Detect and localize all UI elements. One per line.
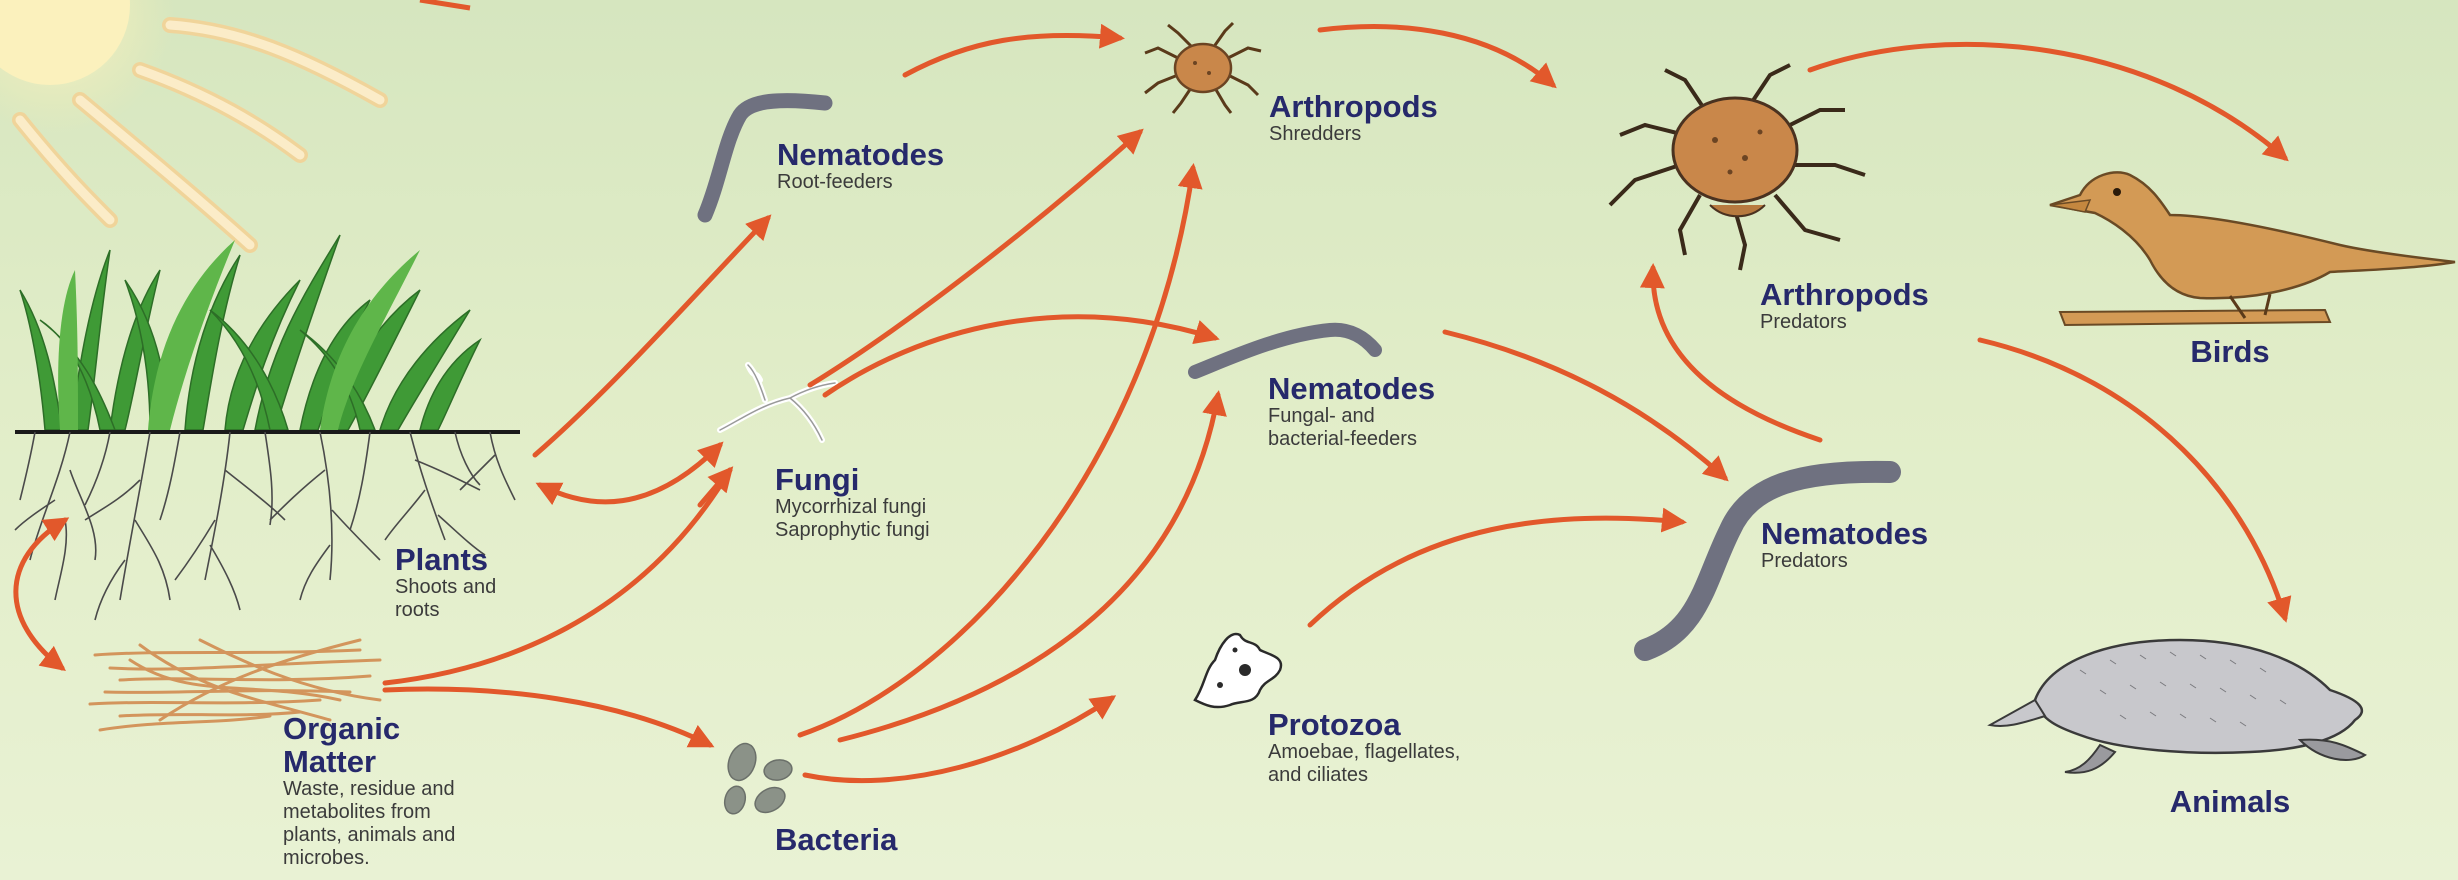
arrow-root-nematodes-to-shredders — [905, 35, 1120, 75]
arth-shred-sub: Shredders — [1269, 123, 1438, 146]
nem-pred-title: Nematodes — [1761, 517, 1928, 550]
arrow-bacteria-to-fungal-nematodes — [840, 395, 1218, 740]
fungi-sub-2: Saprophytic fungi — [775, 519, 930, 542]
label-arthropods-shredders: Arthropods Shredders — [1269, 90, 1438, 146]
fungi-sub-1: Mycorrhizal fungi — [775, 496, 930, 519]
nem-pred-sub: Predators — [1761, 550, 1928, 573]
mite-icon — [1145, 23, 1261, 113]
label-plants: Plants Shoots and roots — [395, 543, 496, 622]
arrow-plants-fungi — [540, 445, 720, 502]
label-nematodes-root-feeders: Nematodes Root-feeders — [777, 138, 944, 194]
arrow-organic-to-fungi-head — [700, 470, 730, 505]
bacteria-icon — [722, 740, 794, 818]
arrow-organic-to-plants — [16, 520, 65, 668]
organic-title-1: Organic — [283, 712, 455, 745]
label-arthropods-predators: Arthropods Predators — [1760, 278, 1929, 334]
label-nematodes-fungal-feeders: Nematodes Fungal- and bacterial-feeders — [1268, 372, 1435, 451]
organic-sub-4: microbes. — [283, 847, 455, 870]
sun-icon — [0, 0, 470, 245]
plants-sub-2: roots — [395, 599, 496, 622]
nem-root-sub: Root-feeders — [777, 171, 944, 194]
label-organic-matter: Organic Matter Waste, residue and metabo… — [283, 712, 455, 870]
protozoa-title: Protozoa — [1268, 708, 1460, 741]
nem-root-title: Nematodes — [777, 138, 944, 171]
label-birds: Birds — [2140, 335, 2320, 368]
label-fungi: Fungi Mycorrhizal fungi Saprophytic fung… — [775, 463, 930, 542]
arrow-protozoa-to-predator-nematodes — [1310, 518, 1682, 625]
organic-title-2: Matter — [283, 745, 455, 778]
arrow-plants-to-root-nematodes — [535, 218, 768, 455]
arrow-predator-arthropods-to-birds — [1810, 44, 2285, 158]
nem-fung-title: Nematodes — [1268, 372, 1435, 405]
nem-fung-sub-1: Fungal- and — [1268, 405, 1435, 428]
protozoa-sub-2: and ciliates — [1268, 764, 1460, 787]
bacteria-title: Bacteria — [775, 823, 897, 856]
mite-icon — [1610, 65, 1865, 270]
label-nematodes-predators: Nematodes Predators — [1761, 517, 1928, 573]
protozoa-icon — [1195, 634, 1281, 707]
label-protozoa: Protozoa Amoebae, flagellates, and cilia… — [1268, 708, 1460, 787]
arth-pred-title: Arthropods — [1760, 278, 1929, 311]
nem-fung-sub-2: bacterial-feeders — [1268, 428, 1435, 451]
arrow-shredders-to-predator-arthropods — [1320, 27, 1553, 85]
organic-sub-2: metabolites from — [283, 801, 455, 824]
worm-icon — [1195, 330, 1375, 372]
arth-shred-title: Arthropods — [1269, 90, 1438, 123]
animals-title: Animals — [2140, 785, 2320, 818]
birds-title: Birds — [2140, 335, 2320, 368]
plants-sub-1: Shoots and — [395, 576, 496, 599]
fungi-hyphae-icon — [720, 365, 835, 440]
protozoa-sub-1: Amoebae, flagellates, — [1268, 741, 1460, 764]
label-animals: Animals — [2140, 785, 2320, 818]
plants-title: Plants — [395, 543, 496, 576]
arrow-predator-arthropods-to-animals — [1980, 340, 2285, 618]
bird-icon — [2050, 172, 2455, 325]
fungi-title: Fungi — [775, 463, 930, 496]
mole-icon — [1990, 640, 2365, 773]
label-bacteria: Bacteria — [775, 823, 897, 856]
organic-sub-3: plants, animals and — [283, 824, 455, 847]
arth-pred-sub: Predators — [1760, 311, 1929, 334]
organic-sub-1: Waste, residue and — [283, 778, 455, 801]
